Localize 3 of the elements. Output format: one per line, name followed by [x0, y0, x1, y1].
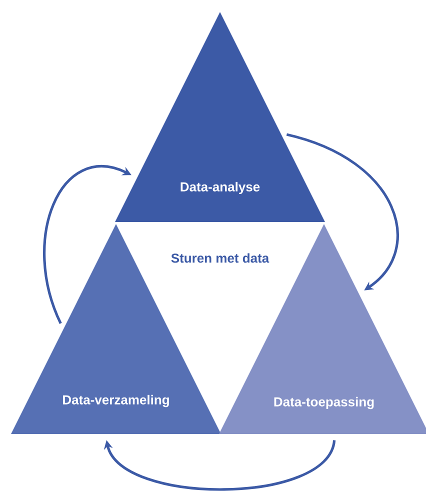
- curved-arrow: [104, 440, 336, 491]
- triangle-block: Data-analyse: [115, 12, 325, 222]
- curved-arrow: [286, 133, 399, 290]
